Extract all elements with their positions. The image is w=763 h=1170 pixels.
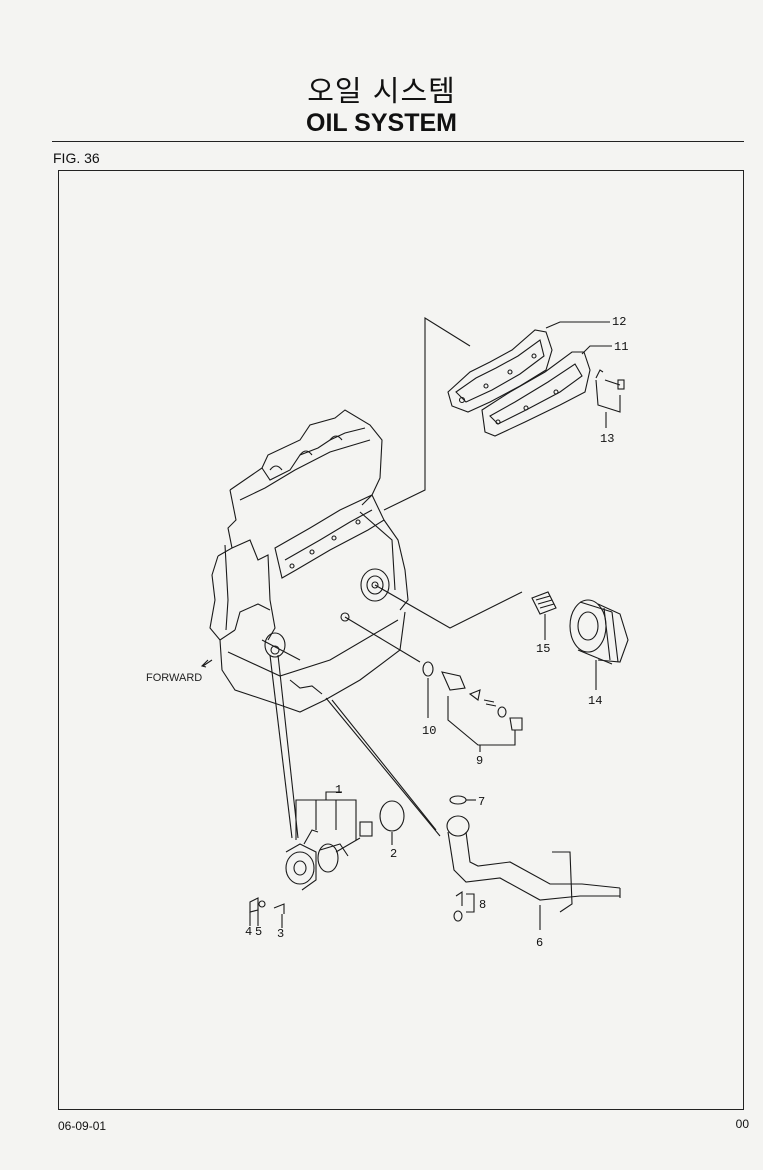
callout-14: 14: [588, 694, 602, 708]
figure-frame: [58, 170, 744, 1110]
forward-label: FORWARD: [146, 672, 202, 684]
figure-label: FIG. 36: [53, 150, 100, 166]
page-title: OIL SYSTEM: [306, 109, 457, 137]
forward-arrow-icon: [200, 659, 213, 668]
callout-9: 9: [476, 754, 483, 768]
page-title-korean: 오일 시스템: [307, 74, 456, 108]
o-ring-part-7: [449, 795, 476, 805]
title-divider: [52, 141, 744, 142]
gasket-part-12: [447, 329, 553, 413]
rocker-cover-part-11: [481, 351, 591, 437]
footer-date-code: 06-09-01: [58, 1119, 107, 1133]
bolt-part-8: [453, 890, 475, 922]
callout-10: 10: [422, 724, 436, 738]
callout-13: 13: [600, 432, 614, 446]
bolt-part-13: [595, 369, 625, 413]
callout-4: 4: [245, 925, 252, 939]
callout-3: 3: [277, 927, 284, 941]
bolts-parts-3-4-5: [249, 897, 285, 928]
callout-2: 2: [390, 847, 397, 861]
callout-7: 7: [478, 795, 485, 809]
engine-block: [209, 409, 409, 713]
callout-5: 5: [255, 925, 262, 939]
oil-strainer-part-6: [446, 815, 621, 930]
callout-6: 6: [536, 936, 543, 950]
o-ring-part-2: [379, 800, 405, 845]
callout-12: 12: [612, 315, 626, 329]
washer-part-10: [422, 661, 434, 718]
oil-pump-part-1: [285, 791, 373, 891]
leader-12: [545, 321, 610, 329]
callout-11: 11: [614, 340, 628, 354]
callout-15: 15: [536, 642, 550, 656]
callout-1: 1: [335, 783, 342, 797]
callout-8: 8: [479, 898, 486, 912]
oil-filter-part-14: [569, 599, 629, 690]
leader-lines: [269, 317, 523, 839]
leader-11: [581, 345, 612, 355]
footer-page-code: 00: [735, 1117, 749, 1131]
regulator-parts-9: [441, 671, 523, 752]
relief-spring-part-15: [531, 591, 557, 640]
